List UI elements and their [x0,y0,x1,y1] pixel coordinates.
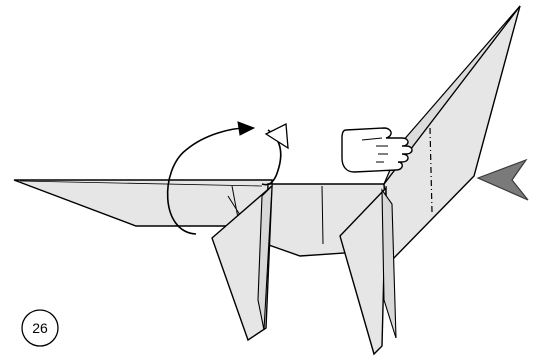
body-crease-c [227,195,241,216]
front-leg-outer [211,184,273,342]
body-crease-b [231,185,239,219]
step-number-circle [21,309,59,347]
neck-flap [383,5,521,264]
step-number: 26 [32,320,48,336]
curved-fold-arrow [166,127,247,235]
neck-crease [429,127,433,213]
hand-icon [341,127,413,173]
curved-fold-arrow-head [237,121,256,136]
curved-fold-arrow-flap [264,122,289,150]
tail-crease [19,180,263,187]
back-leg-outer [339,186,387,356]
body-crease-a [321,185,324,245]
push-arrow-icon [476,158,529,201]
back-leg-inner [381,188,397,339]
front-leg-inner [257,184,273,331]
